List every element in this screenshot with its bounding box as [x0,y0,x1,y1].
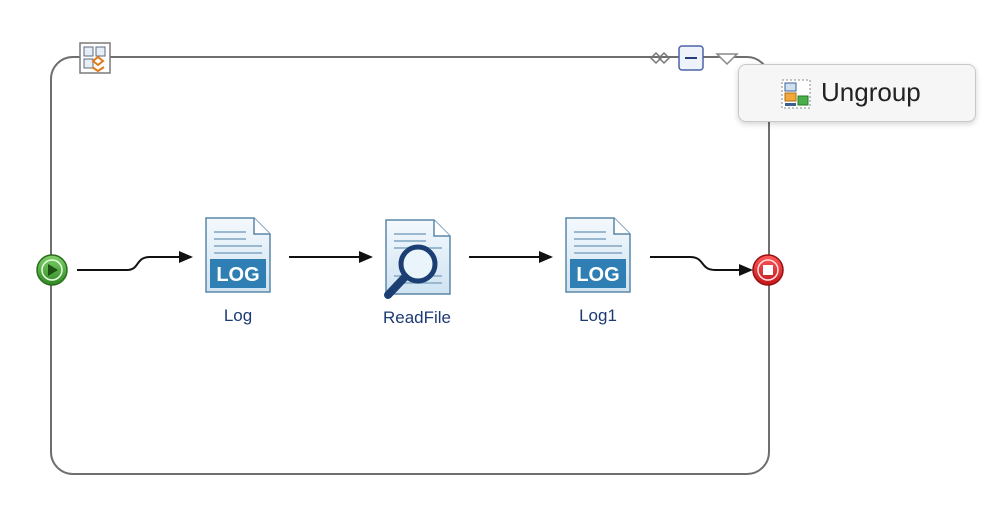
log-icon[interactable]: LOG [565,217,631,293]
node-label-log1[interactable]: Log1 [579,306,617,325]
ungroup-icon [781,79,811,109]
read-file-icon[interactable] [384,219,451,299]
connector-start-log[interactable] [77,251,193,271]
end-event-icon[interactable] [752,254,784,286]
node-label-log[interactable]: Log [223,306,253,325]
link-chain-icon[interactable] [649,51,671,65]
node-label-readfile[interactable]: ReadFile [382,308,452,327]
collapse-icon[interactable] [678,45,704,71]
dropdown-triangle-icon[interactable] [715,53,739,66]
ungroup-menu-item[interactable]: Ungroup [821,77,921,107]
start-event-icon[interactable] [36,254,68,286]
connector-log1-end[interactable] [650,256,753,276]
context-menu: Ungroup [738,64,976,122]
svg-text:LOG: LOG [216,264,259,286]
group-icon[interactable] [79,42,111,74]
svg-text:LOG: LOG [576,264,619,286]
log-icon[interactable]: LOG [205,217,271,293]
